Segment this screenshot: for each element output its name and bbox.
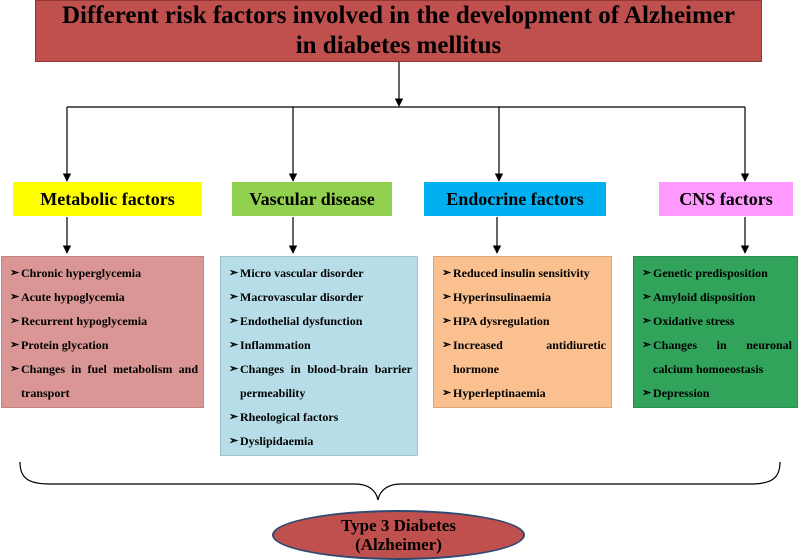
list-item: ➢Reduced insulin sensitivity [442,261,606,285]
list-item: ➢Hyperinsulinaemia [442,285,606,309]
list-item: ➢Inflammation [229,333,412,357]
list-item: ➢Changes in neuronal calcium homoeostasi… [642,333,792,381]
list-item: ➢Rheological factors [229,405,412,429]
list-item: ➢Changes in fuel metabolism and transpor… [10,357,198,405]
bullet-arrow-icon: ➢ [229,315,239,327]
list-item: ➢Protein glycation [10,333,198,357]
bullet-arrow-icon: ➢ [642,387,652,399]
panel-vascular-disease: ➢Micro vascular disorder ➢Macrovascular … [220,256,418,456]
list-item: ➢Dyslipidaemia [229,429,412,453]
heading-label: CNS factors [679,188,773,209]
outcome-line-1: Type 3 Diabetes [341,516,456,535]
heading-label: Vascular disease [249,188,375,209]
curly-brace [19,461,781,501]
heading-label: Metabolic factors [40,188,175,209]
bullet-arrow-icon: ➢ [229,291,239,303]
bullet-arrow-icon: ➢ [229,363,239,375]
bullet-arrow-icon: ➢ [229,339,239,351]
list-item: ➢Recurrent hypoglycemia [10,309,198,333]
bullet-arrow-icon: ➢ [229,411,239,423]
list-item: ➢Acute hypoglycemia [10,285,198,309]
list-item: ➢Macrovascular disorder [229,285,412,309]
bullet-arrow-icon: ➢ [642,291,652,303]
list-item: ➢Increased antidiuretic hormone [442,333,606,381]
list-item: ➢Endothelial dysfunction [229,309,412,333]
bullet-arrow-icon: ➢ [642,315,652,327]
heading-label: Endocrine factors [446,188,584,209]
bullet-arrow-icon: ➢ [642,339,652,351]
bullet-arrow-icon: ➢ [229,267,239,279]
bullet-arrow-icon: ➢ [229,435,239,447]
bullet-arrow-icon: ➢ [642,267,652,279]
bullet-arrow-icon: ➢ [10,339,20,351]
list-item: ➢Hyperleptinaemia [442,381,606,405]
bullet-arrow-icon: ➢ [442,315,452,327]
bullet-arrow-icon: ➢ [10,267,20,279]
panel-endocrine-factors: ➢Reduced insulin sensitivity ➢Hyperinsul… [433,256,612,408]
list-item: ➢Chronic hyperglycemia [10,261,198,285]
panel-metabolic-factors: ➢Chronic hyperglycemia ➢Acute hypoglycem… [1,256,204,408]
list-item: ➢HPA dysregulation [442,309,606,333]
title-box: Different risk factors involved in the d… [35,0,762,62]
bullet-arrow-icon: ➢ [442,291,452,303]
bullet-arrow-icon: ➢ [10,315,20,327]
bullet-arrow-icon: ➢ [442,387,452,399]
list-item: ➢Changes in blood-brain barrier permeabi… [229,357,412,405]
outcome-oval: Type 3 Diabetes (Alzheimer) [272,510,525,560]
list-item: ➢Genetic predisposition [642,261,792,285]
title-line-1: Different risk factors involved in the d… [61,2,736,29]
bullet-arrow-icon: ➢ [442,339,452,351]
heading-cns-factors: CNS factors [659,182,793,216]
heading-metabolic-factors: Metabolic factors [13,182,202,216]
panel-cns-factors: ➢Genetic predisposition ➢Amyloid disposi… [633,256,798,408]
bullet-arrow-icon: ➢ [442,267,452,279]
title-line-2: in diabetes mellitus [295,32,502,59]
bullet-arrow-icon: ➢ [10,291,20,303]
bullet-arrow-icon: ➢ [10,363,20,375]
heading-vascular-disease: Vascular disease [232,182,392,216]
outcome-line-2: (Alzheimer) [355,535,442,554]
list-item: ➢Depression [642,381,792,405]
list-item: ➢Micro vascular disorder [229,261,412,285]
list-item: ➢Oxidative stress [642,309,792,333]
list-item: ➢Amyloid disposition [642,285,792,309]
heading-endocrine-factors: Endocrine factors [424,182,606,216]
